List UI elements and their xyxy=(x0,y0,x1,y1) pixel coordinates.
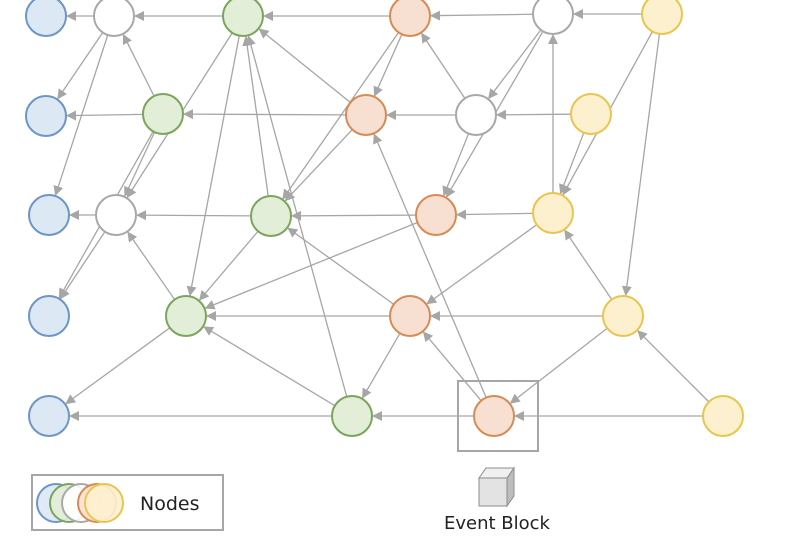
legend-label: Nodes xyxy=(140,493,200,515)
edge-w1-to-b2 xyxy=(57,32,104,100)
edge-o1-to-o2 xyxy=(373,34,403,97)
node-orange-o4[interactable] xyxy=(389,295,431,337)
edge-g3-to-w4 xyxy=(135,210,252,221)
edge-w2-to-o1 xyxy=(429,10,534,21)
node-orange-o5[interactable] xyxy=(473,395,515,437)
node-white-w3[interactable] xyxy=(455,94,497,136)
edges-layer xyxy=(53,9,710,421)
edge-w3-to-o3 xyxy=(442,133,470,197)
node-orange-o2[interactable] xyxy=(345,94,387,136)
node-blue-b1[interactable] xyxy=(25,0,67,37)
edge-w3-to-o1 xyxy=(421,32,466,99)
node-yellow-y4[interactable] xyxy=(602,295,644,337)
edge-o2-to-g2 xyxy=(182,109,347,120)
node-green-g5[interactable] xyxy=(331,395,373,437)
edge-y2-to-y3 xyxy=(559,132,585,195)
edge-g5-to-g4 xyxy=(203,326,336,407)
edge-o3-to-g4 xyxy=(204,221,418,310)
node-green-g4[interactable] xyxy=(165,295,207,337)
node-yellow-y1[interactable] xyxy=(641,0,683,35)
node-blue-b4[interactable] xyxy=(28,295,70,337)
edge-y5-to-y4 xyxy=(637,330,710,403)
node-yellow-y5[interactable] xyxy=(702,395,744,437)
edge-g4-to-w4 xyxy=(127,231,176,300)
edge-y4-to-o5 xyxy=(509,327,608,404)
node-yellow-y3[interactable] xyxy=(532,192,574,234)
legend-swatches xyxy=(36,483,124,523)
edge-w2-to-w3 xyxy=(488,29,542,100)
edge-g2-to-w1 xyxy=(122,33,155,97)
node-blue-b3[interactable] xyxy=(28,194,70,236)
edge-o5-to-o2 xyxy=(373,133,487,398)
edge-o1-to-g3 xyxy=(282,32,400,200)
edge-g3-to-g1 xyxy=(242,35,269,197)
edge-o3-to-g3 xyxy=(290,210,417,221)
node-yellow-y2[interactable] xyxy=(570,93,612,135)
edge-g3-to-g4 xyxy=(198,230,259,301)
edge-g2-to-b2 xyxy=(65,110,144,121)
edge-o4-to-g5 xyxy=(361,332,401,399)
edge-o4-to-g3 xyxy=(287,227,395,305)
edge-w4-to-b4 xyxy=(60,231,106,300)
node-green-g2[interactable] xyxy=(142,93,184,135)
node-white-w1[interactable] xyxy=(93,0,135,37)
event-block-legend: Event Block xyxy=(444,466,551,534)
nodes-layer xyxy=(25,0,744,437)
legend-swatch-yellow xyxy=(84,483,124,523)
node-orange-o3[interactable] xyxy=(415,194,457,236)
event-block-highlight xyxy=(457,380,539,452)
edge-o2-to-g1 xyxy=(258,28,351,103)
node-orange-o1[interactable] xyxy=(389,0,431,37)
edge-y1-to-y4 xyxy=(621,33,661,297)
legend: Nodes xyxy=(31,474,224,531)
event-block-label: Event Block xyxy=(444,513,551,534)
node-blue-b5[interactable] xyxy=(28,395,70,437)
node-blue-b2[interactable] xyxy=(25,95,67,137)
edge-y4-to-y3 xyxy=(564,229,613,300)
node-white-w2[interactable] xyxy=(532,0,574,35)
edge-g1-to-g4 xyxy=(186,35,240,297)
edge-y3-to-o4 xyxy=(426,224,538,305)
edge-y3-to-o3 xyxy=(455,209,534,220)
edge-o5-to-o4 xyxy=(422,331,482,402)
edge-g4-to-b5 xyxy=(65,327,171,405)
node-green-g1[interactable] xyxy=(222,0,264,37)
node-white-w4[interactable] xyxy=(95,194,137,236)
cube-icon xyxy=(478,466,515,508)
edge-g2-to-w4 xyxy=(124,131,156,197)
edge-o2-to-g3 xyxy=(284,129,353,202)
node-green-g3[interactable] xyxy=(250,195,292,237)
edge-y2-to-w3 xyxy=(495,109,572,120)
